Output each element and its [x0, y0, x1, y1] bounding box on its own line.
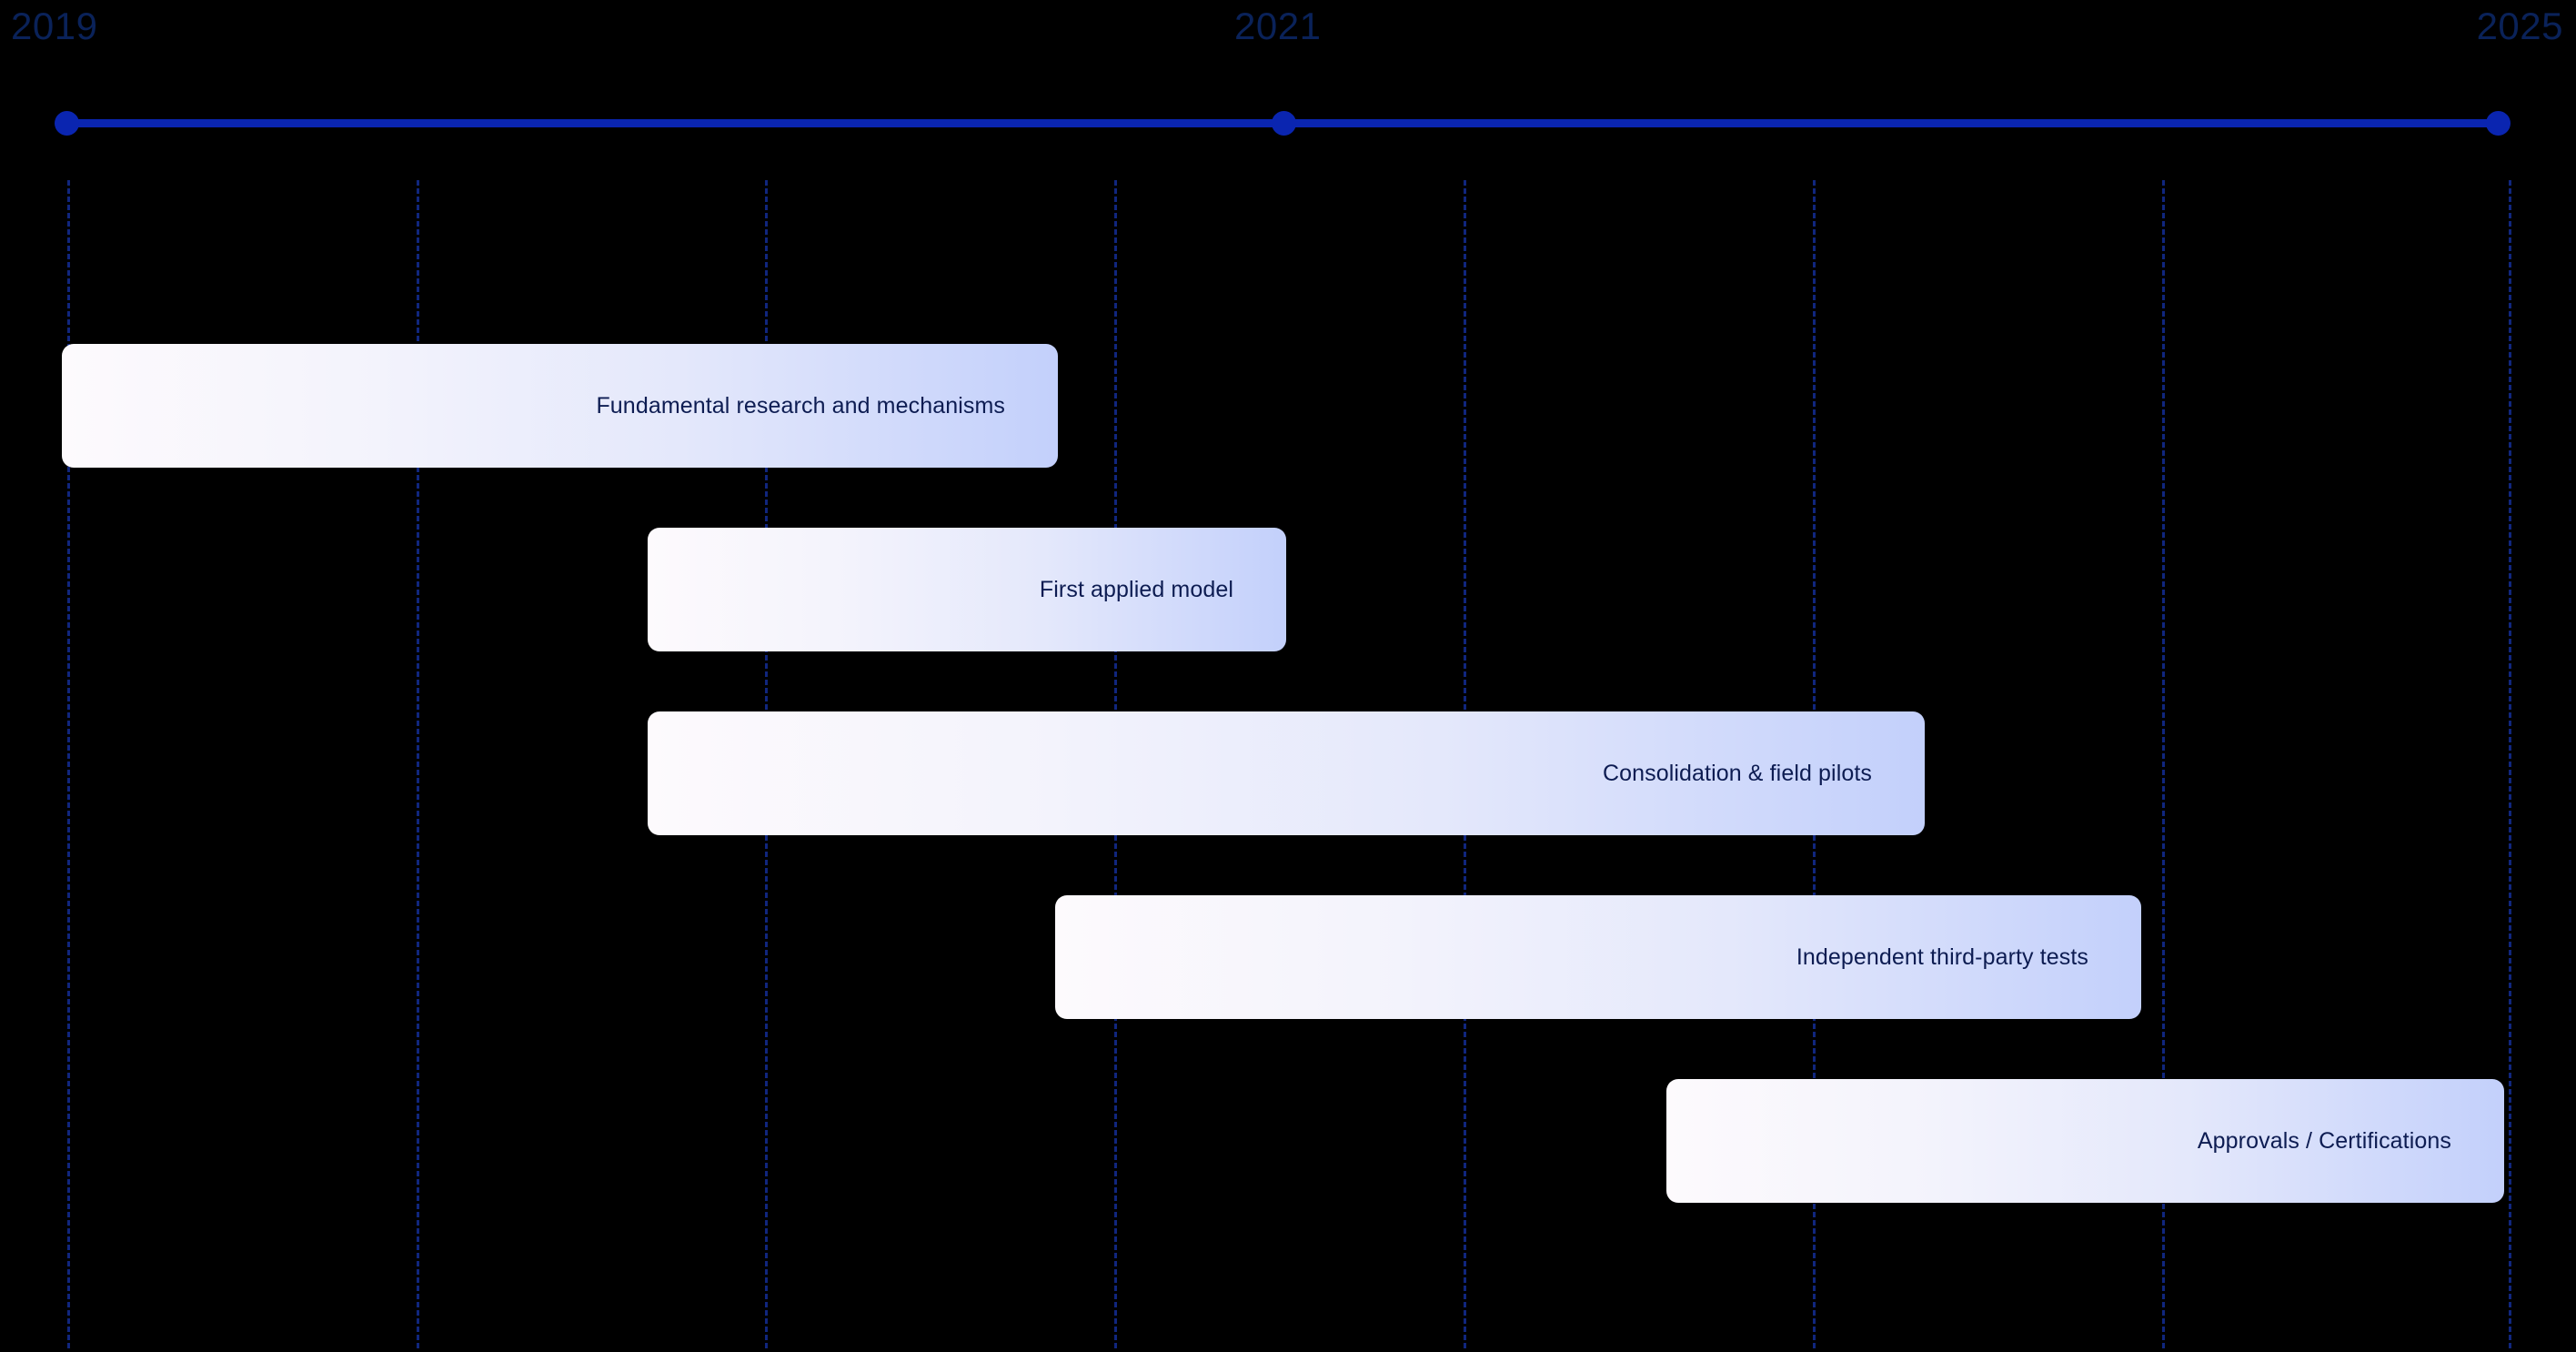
gantt-bar-label: First applied model — [1039, 576, 1233, 602]
gantt-bar[interactable]: Fundamental research and mechanisms — [62, 344, 1058, 468]
gantt-bar[interactable]: Independent third-party tests — [1055, 895, 2141, 1019]
gantt-bar[interactable]: Consolidation & field pilots — [648, 711, 1925, 835]
gantt-bar-label: Independent third-party tests — [1796, 943, 2088, 970]
gantt-bar-label: Approvals / Certifications — [2197, 1127, 2451, 1154]
axis-label-end-year: 2025 — [2476, 5, 2563, 47]
axis-label-start-year: 2019 — [11, 5, 98, 47]
gantt-bar-label: Fundamental research and mechanisms — [596, 392, 1005, 419]
slider-handle-middle[interactable] — [1272, 111, 1296, 136]
year-range-slider[interactable] — [0, 102, 2576, 144]
slider-handle-start[interactable] — [55, 111, 79, 136]
slider-handle-end[interactable] — [2486, 111, 2511, 136]
gantt-bar[interactable]: Approvals / Certifications — [1666, 1079, 2504, 1203]
axis-label-middle-year: 2021 — [1234, 5, 1322, 47]
timeline-header: 2019 2021 2025 — [0, 0, 2576, 164]
gantt-bar-label: Consolidation & field pilots — [1602, 760, 1872, 786]
year-axis-labels: 2019 2021 2025 — [0, 0, 2576, 56]
gantt-bar[interactable]: First applied model — [648, 528, 1286, 651]
